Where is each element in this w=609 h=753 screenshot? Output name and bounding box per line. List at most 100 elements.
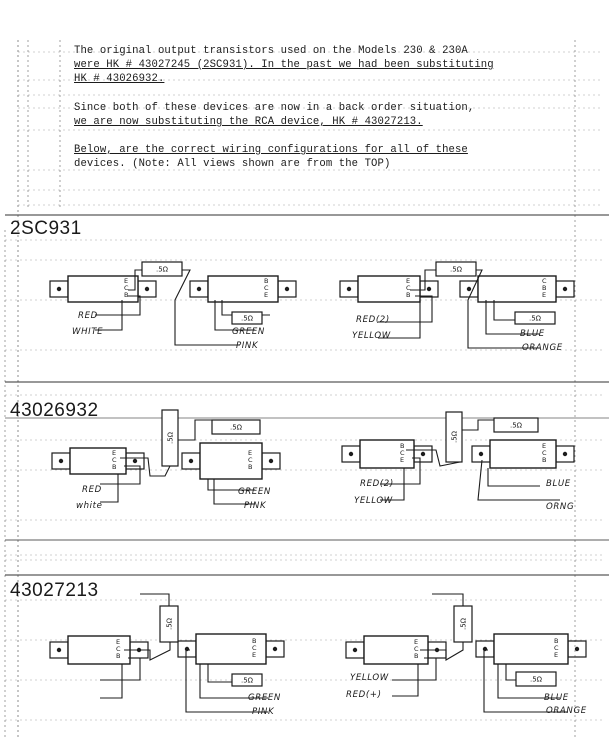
transistor-body [67,275,139,303]
resistor-2sc931-small: .5Ω [231,311,263,325]
pin-label: B [414,652,418,660]
resistor-43026932-alt-small: .5Ω [493,417,539,433]
pin-label: E [252,651,256,659]
wire-label-pink: PINK [244,501,267,511]
pin-label: B [112,463,116,471]
resistor-body [231,311,263,325]
wire [406,449,461,467]
pin-label: C [414,645,419,653]
wire-label-red: RED [78,311,98,321]
pin-label: B [400,442,404,450]
mounting-hole-icon [56,647,62,653]
resistor-value: .5Ω [230,424,243,432]
wire-label-green: GREEN [248,693,281,703]
wire [462,419,494,431]
mounting-hole-icon [188,458,194,464]
wire [378,295,433,323]
wire-green [207,479,255,491]
wire-pink [213,479,255,505]
pin-label: B [116,652,120,660]
transistor-body [199,442,263,480]
pin-label: E [116,638,120,646]
wire-label-green: GREEN [238,487,271,497]
resistor-value: .5Ω [241,677,254,685]
wire [420,642,464,661]
mounting-hole-icon [562,286,568,292]
pin-label: B [542,284,546,292]
transistor-2sc931-left: ECB [49,275,157,303]
transistor-body [195,633,267,665]
notice-line-1: The original output transistors used on … [74,45,468,57]
wire-orange [483,649,568,713]
wire [207,664,232,683]
wire-label-yellow: YELLOW [350,673,389,683]
wire-label-green: GREEN [232,327,265,337]
resistor-body [435,261,477,277]
wire-pink [185,649,268,713]
resistor-body [445,411,463,463]
wire [140,593,170,606]
wire-label-pink: PINK [236,341,259,351]
wire [178,419,212,441]
mounting-hole-icon [284,286,290,292]
pin-label: C [400,449,405,457]
notice-line-5: we are now substituting the RCA device, … [74,116,423,128]
resistor-body [231,673,263,687]
wire-orange [467,269,540,349]
transistor-43026932-left: ECB [51,447,145,475]
mounting-hole-icon [132,458,138,464]
wire-label-white: WHITE [72,327,103,337]
pin-label: C [116,645,121,653]
mounting-hole-icon [196,286,202,292]
resistor-value: .5Ω [167,431,175,444]
mounting-hole-icon [574,646,580,652]
resistor-2sc931: .5Ω [141,261,183,277]
pin-label: C [124,284,129,292]
resistor-value: .5Ω [510,422,523,430]
wire-blue [487,468,540,487]
pin-label: C [542,277,547,285]
wire-label-blue: BLUE [544,693,569,703]
wire-label-orange: ORANGE [522,343,563,353]
transistor-43027213-alt-left: ECB [345,635,447,665]
mounting-hole-icon [268,458,274,464]
resistor-body [141,261,183,277]
mounting-hole-icon [56,286,62,292]
transistor-43026932-right: ECB [181,442,281,480]
pin-label: B [406,291,410,299]
wire [380,468,405,501]
pin-label: B [124,291,128,299]
pin-label: E [124,277,128,285]
wire [392,664,419,697]
resistor-43027213-alt-small: .5Ω [515,671,557,687]
mounting-hole-icon [426,286,432,292]
wire [392,657,437,681]
wire [380,457,421,485]
resistor-value: .5Ω [166,617,174,630]
resistor-value: .5Ω [460,617,468,630]
wire-label-yellow: YELLOW [354,496,393,506]
resistor-2sc931-alt-small: .5Ω [514,311,556,325]
pin-label: E [542,442,546,450]
wire [410,269,436,291]
wire-pink [174,269,240,346]
mounting-hole-icon [144,286,150,292]
mounting-hole-icon [352,647,358,653]
wire [378,300,421,339]
wire [120,457,171,477]
section-label-43027213: 43027213 [10,580,99,601]
resistor-body [493,417,539,433]
pin-label: E [248,449,252,457]
wire-label-red-plus: RED(+) [346,690,382,700]
mounting-hole-icon [478,451,484,457]
wire [493,300,515,321]
wire-label-red2: RED(2) [356,315,390,325]
pin-label: E [554,651,558,659]
pin-label: C [554,644,559,652]
wire [505,664,516,681]
pin-label: C [252,644,257,652]
mounting-hole-icon [58,458,64,464]
wire [128,269,142,291]
mounting-hole-icon [562,451,568,457]
